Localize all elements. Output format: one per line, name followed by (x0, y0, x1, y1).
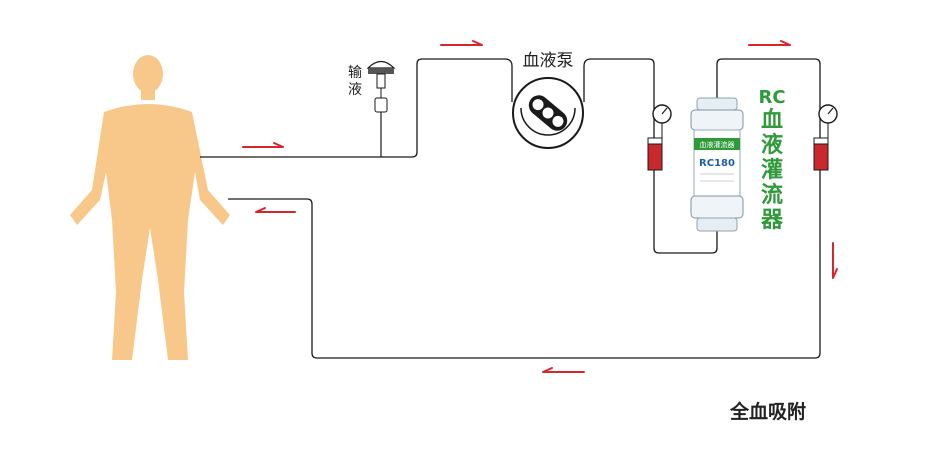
tube-cartridge-upper (716, 58, 821, 145)
perfusion-label-char-1: 血 (761, 107, 783, 133)
flow-arrow-right-2 (440, 40, 483, 46)
tube-pump-to-cartridge (583, 58, 655, 145)
perfusion-label-char-5: 器 (760, 208, 784, 233)
tube-cartridge-lower (653, 170, 718, 254)
drip-chamber-icon (813, 137, 829, 171)
tube-venous-return (228, 170, 821, 359)
pressure-gauge-icon (818, 104, 838, 140)
human-body-icon (70, 55, 230, 360)
cartridge-product-code: RC180 (699, 158, 735, 169)
blood-pump-label: 血液泵 (523, 51, 574, 71)
pressure-gauge-icon (652, 104, 672, 140)
flow-arrow-right-3 (748, 40, 791, 46)
tube-arterial-line (200, 58, 513, 158)
perfusion-label-char-3: 灌 (761, 157, 783, 183)
flow-arrow-left-1 (542, 367, 585, 373)
flow-arrow-left-2 (255, 207, 296, 213)
flow-arrow-right-1 (242, 142, 284, 148)
drip-bag-icon (366, 60, 396, 157)
perfusion-label-char-4: 流 (761, 182, 783, 208)
roller-pump-icon (512, 77, 584, 149)
tubing-circuit (200, 58, 821, 359)
caption: 全血吸附 (729, 400, 806, 423)
infusion-label-char-1: 输 (348, 65, 362, 81)
perfusion-cartridge-icon: RC180 血液灌流器 (690, 97, 744, 232)
infusion-label-char-2: 液 (348, 82, 362, 98)
perfusion-label-char-2: 液 (761, 132, 783, 158)
flow-arrow-down (832, 242, 838, 279)
drip-chamber-icon (647, 137, 663, 171)
perfusion-label-prefix: RC (758, 87, 785, 108)
cartridge-tag: 血液灌流器 (700, 140, 735, 149)
